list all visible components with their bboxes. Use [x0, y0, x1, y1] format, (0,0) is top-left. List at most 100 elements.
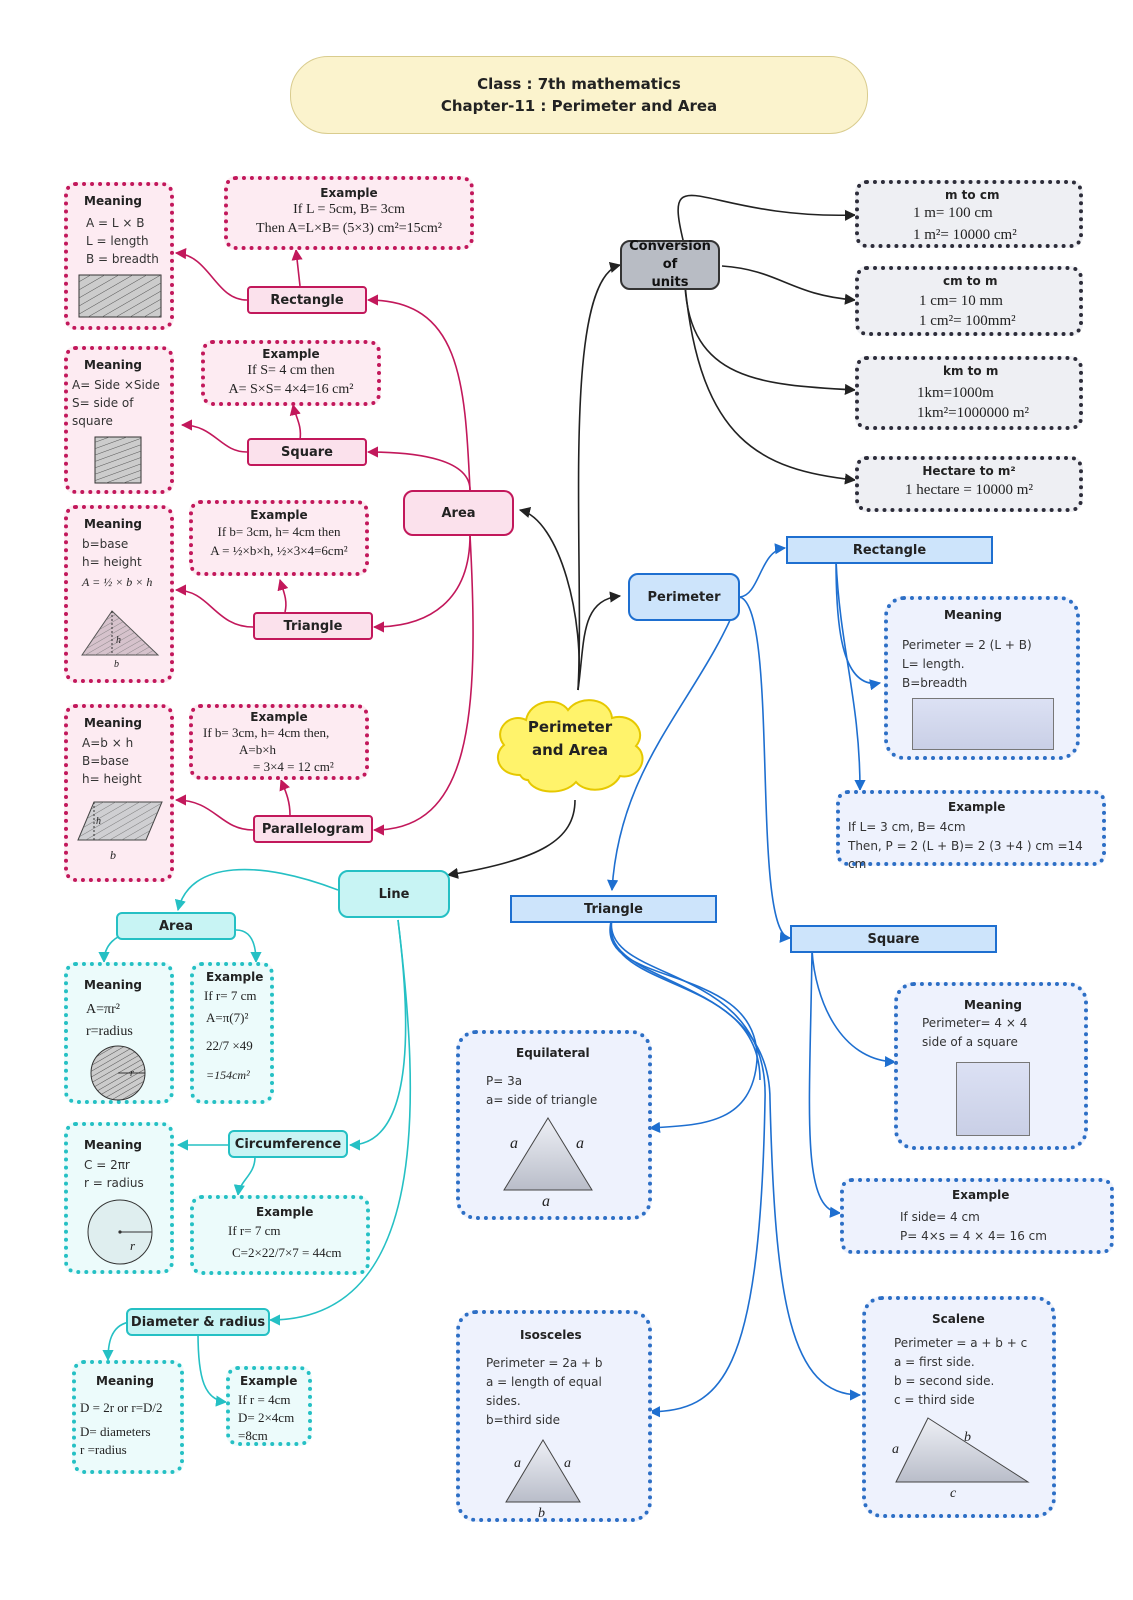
circumference-meaning-formula: C = 2πr — [84, 1158, 130, 1172]
circle-area-example-title: Example — [206, 970, 264, 984]
diameter-radius-label: Diameter & radius — [130, 1314, 266, 1330]
scalene-second-side: b = second side. — [894, 1374, 995, 1388]
conversion-label-line2: units — [651, 275, 689, 290]
area-triangle-meaning-box: Meaning b=base h= height A = ½ × b × h h… — [64, 505, 174, 683]
area-triangle-label: Triangle — [283, 618, 343, 634]
header-class-title: Class : 7th mathematics — [477, 75, 681, 93]
conversion-node[interactable]: Conversion of units — [620, 239, 720, 290]
conversion-km-m-title: km to m — [943, 364, 999, 378]
area-rectangle-example-line1: If L = 5cm, B= 3cm — [293, 202, 405, 217]
diameter-example-line3: =8cm — [238, 1428, 268, 1443]
perimeter-rectangle-meaning-box: Meaning Perimeter = 2 (L + B) L= length.… — [884, 596, 1080, 760]
isosceles-fig-a-right: a — [564, 1456, 571, 1471]
isosceles-equal-sides: a = length of equal — [486, 1375, 602, 1389]
area-triangle-meaning-formula: A = ½ × b × h — [82, 575, 153, 589]
circle-area-example-line4: =154cm² — [206, 1068, 250, 1082]
conversion-m-cm-title: m to cm — [945, 188, 1000, 202]
scalene-third-side: c = third side — [894, 1393, 975, 1407]
circle-area-label: Area — [158, 918, 194, 934]
area-rectangle-node[interactable]: Rectangle — [247, 286, 367, 314]
perimeter-rectangle-example-title: Example — [948, 800, 1006, 814]
central-topic-line2: and Area — [531, 741, 609, 759]
circle-area-example-line2: A=π(7)² — [206, 1010, 249, 1025]
scalene-box: Scalene Perimeter = a + b + c a = first … — [862, 1296, 1056, 1518]
area-triangle-meaning-title: Meaning — [84, 517, 142, 531]
conversion-km-m-line2: 1km²=1000000 m² — [917, 405, 1030, 421]
conversion-hectare-title: Hectare to m² — [922, 464, 1016, 478]
scalene-formula: Perimeter = a + b + c — [894, 1336, 1028, 1350]
area-rectangle-example-box: Example If L = 5cm, B= 3cm Then A=L×B= (… — [224, 176, 474, 250]
circle-area-example-line1: If r= 7 cm — [204, 988, 257, 1003]
conversion-cm-mm-line2: 1 cm²= 100mm² — [919, 313, 1016, 329]
circle-area-meaning-box: Meaning A=πr² r=radius r — [64, 962, 174, 1104]
conversion-km-m-box: km to m 1km=1000m 1km²=1000000 m² — [855, 356, 1083, 430]
area-parallelogram-meaning-height: h= height — [82, 772, 142, 786]
area-square-meaning-box: Meaning A= Side ×Side S= side of square — [64, 346, 174, 494]
parallelogram-fig-h: h — [96, 816, 101, 827]
central-topic-line1: Perimeter — [527, 718, 613, 736]
isosceles-box: Isosceles Perimeter = 2a + b a = length … — [456, 1310, 652, 1522]
area-triangle-example-title: Example — [250, 508, 308, 522]
area-parallelogram-node[interactable]: Parallelogram — [253, 815, 373, 843]
perimeter-square-example-box: Example If side= 4 cm P= 4×s = 4 × 4= 16… — [840, 1178, 1114, 1254]
area-triangle-node[interactable]: Triangle — [253, 612, 373, 640]
hatched-parallelogram-figure — [77, 801, 163, 841]
diameter-meaning-formula: D = 2r or r=D/2 — [80, 1400, 163, 1415]
area-square-meaning-square: square — [72, 414, 113, 428]
line-node[interactable]: Line — [338, 870, 450, 918]
isosceles-fig-b: b — [538, 1506, 545, 1521]
area-parallelogram-example-box: Example If b= 3cm, h= 4cm then, A=b×h = … — [189, 704, 369, 780]
area-parallelogram-meaning-base: B=base — [82, 754, 129, 768]
equilateral-formula: P= 3a — [486, 1074, 523, 1088]
circumference-fig-r: r — [130, 1238, 136, 1253]
circumference-example-box: Example If r= 7 cm C=2×22/7×7 = 44cm — [190, 1195, 370, 1275]
perimeter-triangle-node[interactable]: Triangle — [510, 895, 717, 923]
equilateral-fig-a-left: a — [510, 1135, 518, 1152]
area-node-label: Area — [441, 505, 476, 521]
perimeter-node-label: Perimeter — [647, 589, 721, 605]
area-rectangle-example-title: Example — [320, 186, 378, 200]
perimeter-square-meaning-title: Meaning — [964, 998, 1022, 1012]
area-rectangle-meaning-formula: A = L × B — [86, 216, 145, 230]
circumference-meaning-box: Meaning C = 2πr r = radius r — [64, 1122, 174, 1274]
equilateral-fig-a-right: a — [576, 1135, 584, 1152]
scalene-fig-b: b — [964, 1430, 971, 1445]
conversion-hectare-line1: 1 hectare = 10000 m² — [905, 482, 1033, 498]
equilateral-title: Equilateral — [516, 1046, 590, 1060]
rectangle-figure — [912, 698, 1054, 750]
circumference-example-line1: If r= 7 cm — [228, 1223, 281, 1238]
area-triangle-meaning-height: h= height — [82, 555, 142, 569]
circumference-label: Circumference — [234, 1136, 342, 1152]
area-rectangle-meaning-length: L = length — [86, 234, 149, 248]
equilateral-triangle-figure — [503, 1117, 593, 1191]
area-rectangle-meaning-box: Meaning A = L × B L = length B = breadth — [64, 182, 174, 330]
perimeter-rectangle-node[interactable]: Rectangle — [786, 536, 993, 564]
perimeter-square-meaning-formula: Perimeter= 4 × 4 — [922, 1016, 1028, 1030]
circle-area-meaning-formula: A=πr² — [86, 1002, 120, 1017]
conversion-km-m-line1: 1km=1000m — [917, 385, 994, 401]
diameter-meaning-title: Meaning — [96, 1374, 154, 1388]
conversion-hectare-box: Hectare to m² 1 hectare = 10000 m² — [855, 456, 1083, 512]
circle-area-meaning-radius: r=radius — [86, 1024, 133, 1039]
perimeter-square-node[interactable]: Square — [790, 925, 997, 953]
central-topic-cloud[interactable]: Perimeter and Area — [490, 690, 650, 800]
perimeter-square-meaning-box: Meaning Perimeter= 4 × 4 side of a squar… — [894, 982, 1088, 1150]
area-node[interactable]: Area — [403, 490, 514, 536]
conversion-label-line1: Conversion of — [629, 239, 711, 272]
diameter-radius-node[interactable]: Diameter & radius — [126, 1308, 270, 1336]
square-figure — [956, 1062, 1030, 1136]
triangle-height-figure — [81, 610, 160, 656]
diameter-example-box: Example If r = 4cm D= 2×4cm =8cm — [226, 1366, 312, 1446]
circle-radius-figure — [87, 1199, 153, 1265]
circumference-node[interactable]: Circumference — [228, 1130, 348, 1158]
area-square-example-title: Example — [262, 347, 320, 361]
perimeter-node[interactable]: Perimeter — [628, 573, 740, 621]
isosceles-triangle-figure — [505, 1439, 581, 1503]
area-rectangle-example-line2: Then A=L×B= (5×3) cm²=15cm² — [256, 221, 442, 236]
circle-area-node[interactable]: Area — [116, 912, 236, 940]
area-parallelogram-example-line2: A=b×h — [239, 742, 277, 757]
perimeter-square-label: Square — [867, 931, 920, 947]
area-square-node[interactable]: Square — [247, 438, 367, 466]
area-square-example-line2: A= S×S= 4×4=16 cm² — [228, 382, 354, 397]
